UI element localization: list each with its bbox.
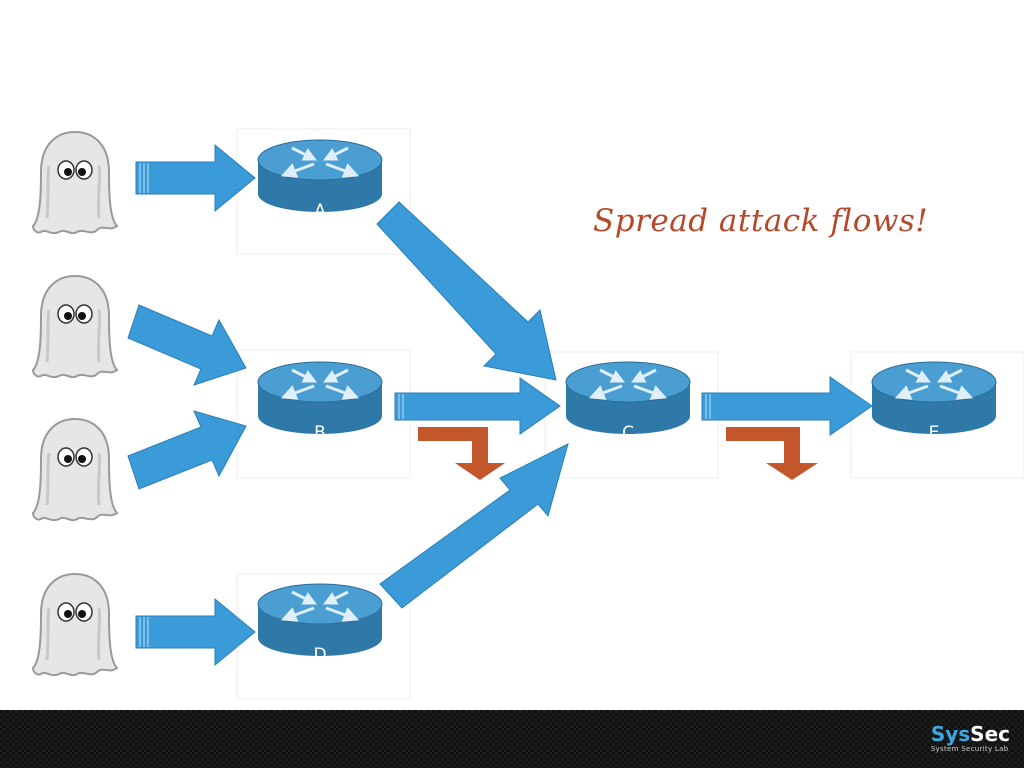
router-label: E (929, 423, 940, 443)
flow-arrow (376, 201, 557, 381)
flow-arrow (127, 304, 247, 386)
ghost-icon (31, 274, 119, 379)
router-label: D (313, 645, 326, 665)
router-e: E (870, 360, 998, 443)
logo-tagline: System Security Lab (930, 745, 1009, 753)
logo-sec: Sec (970, 722, 1010, 746)
ghost-icon (31, 130, 119, 235)
router-c: C (564, 360, 692, 443)
syssec-logo: SysSec System Security Lab (931, 724, 1010, 754)
router-d: D (256, 582, 384, 665)
logo-sys: Sys (930, 722, 971, 746)
drop-arrow (418, 427, 505, 480)
router-label: C (622, 423, 634, 443)
flow-arrow (394, 377, 561, 435)
footer-bar: SysSec System Security Lab (0, 710, 1024, 768)
flow-arrow (379, 443, 569, 609)
slide: A B C D E Spread attack flows! (31, 128, 1024, 700)
ghost-icon (31, 417, 119, 522)
flow-arrow (701, 376, 873, 436)
router-a: A (256, 138, 384, 221)
flow-arrow (127, 410, 247, 490)
ghost-icon (31, 572, 119, 677)
network-diagram: A B C D E (31, 128, 1024, 700)
headline: Spread attack flows! (593, 203, 929, 239)
router-b: B (256, 360, 384, 443)
drop-arrow (726, 427, 818, 480)
flow-arrow (135, 597, 256, 667)
router-label: A (314, 201, 326, 221)
flow-arrow (135, 143, 256, 213)
logo-wordmark: SysSec (931, 724, 1010, 744)
router-label: B (314, 423, 326, 443)
